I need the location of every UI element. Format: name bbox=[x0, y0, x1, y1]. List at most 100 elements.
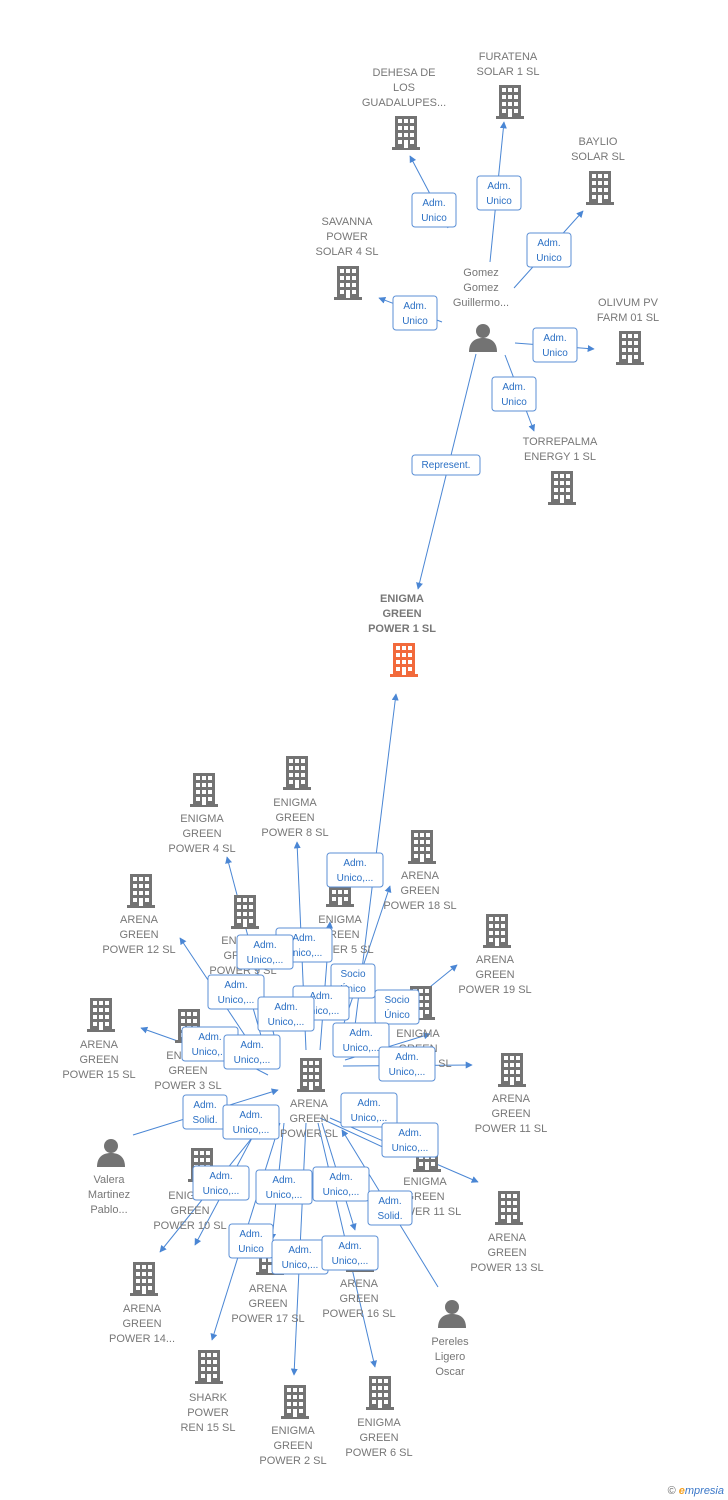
edge-label-arena_center-to-enigma11[interactable]: Adm.Unico,... bbox=[340, 1092, 398, 1128]
brand-watermark[interactable]: ©empresia bbox=[668, 1485, 724, 1497]
edge-label-arena_center-to-enigma1[interactable]: Adm.Unico,... bbox=[326, 852, 384, 888]
node-label-pereles: Oscar bbox=[435, 1366, 465, 1378]
edge-label-valera-to-arena_center[interactable]: Adm.Solid. bbox=[182, 1094, 228, 1130]
edge-label-arena_center-to-enigma10[interactable]: Adm.Unico,... bbox=[192, 1165, 250, 1201]
edge-label-gomez-to-torrepalma[interactable]: Adm.Unico bbox=[491, 376, 537, 412]
edge-label-arena_center-to-enigma7[interactable]: Adm.Unico,... bbox=[332, 1022, 390, 1058]
edge-label-gomez-to-savanna[interactable]: Adm.Unico bbox=[392, 295, 438, 331]
building-icon bbox=[283, 756, 311, 790]
edge-label-text: Unico,... bbox=[286, 948, 323, 959]
edge-label-gomez-to-furatena[interactable]: Adm.Unico bbox=[476, 175, 522, 211]
node-label-valera: Valera bbox=[94, 1174, 126, 1186]
edge-label-text: Adm. bbox=[537, 238, 560, 249]
edge-label-text: Unico,... bbox=[192, 1047, 229, 1058]
edge-label-arena_center-to-arena17[interactable]: Adm.Unico,... bbox=[255, 1169, 313, 1205]
building-icon bbox=[231, 895, 259, 929]
edge-label-arena_center-to-enigma4[interactable]: Adm.Unico,... bbox=[236, 934, 294, 970]
edge-label-gomez-to-olivum[interactable]: Adm.Unico bbox=[532, 327, 578, 363]
edge-label-box bbox=[378, 1046, 436, 1082]
edge-label-text: Unico,... bbox=[337, 873, 374, 884]
node-label-arena18: GREEN bbox=[400, 885, 439, 897]
edge-label-arena_center-to-arena16[interactable]: Adm.Unico,... bbox=[312, 1166, 370, 1202]
edge-label-gomez-to-enigma1[interactable]: Represent. bbox=[411, 454, 481, 476]
edge-label-arena_center-to-shark[interactable]: Adm.Unico bbox=[228, 1223, 274, 1259]
edge-label-gomez-to-dehesa[interactable]: Adm.Unico bbox=[411, 192, 457, 228]
node-label-dehesa: DEHESA DE bbox=[373, 67, 436, 79]
node-label-enigma2: GREEN bbox=[273, 1440, 312, 1452]
edge-label-box bbox=[321, 1235, 379, 1271]
node-label-arena18: POWER 18 SL bbox=[383, 900, 456, 912]
edge-label-box bbox=[207, 974, 265, 1010]
edge-label-arena_center-to-arena14[interactable]: Adm.Unico,... bbox=[222, 1104, 280, 1140]
node-label-arena17: POWER 17 SL bbox=[231, 1313, 304, 1325]
building-icon bbox=[408, 830, 436, 864]
edge-label-arena_center-to-enigma9[interactable]: Adm.Unico,... bbox=[257, 996, 315, 1032]
edge-label-text: Unico,... bbox=[233, 1125, 270, 1136]
edge-label-box bbox=[374, 989, 420, 1025]
node-label-enigma7: ENIGMA bbox=[396, 1028, 440, 1040]
node-label-gomez: Gomez bbox=[463, 282, 498, 294]
edge-label-box bbox=[222, 1104, 280, 1140]
node-label-enigma8: POWER 8 SL bbox=[261, 827, 328, 839]
building-icon bbox=[281, 1385, 309, 1419]
node-valera[interactable]: ValeraMartinezPablo... bbox=[88, 1139, 130, 1216]
node-label-enigma2: POWER 2 SL bbox=[259, 1455, 326, 1467]
edge-label-arena_center-to-arena13[interactable]: Adm.Unico,... bbox=[381, 1122, 439, 1158]
node-label-enigma3: POWER 3 SL bbox=[154, 1080, 221, 1092]
edge-label-pereles-to-arena_center[interactable]: Adm.Solid. bbox=[367, 1190, 413, 1226]
node-label-enigma2: ENIGMA bbox=[271, 1425, 315, 1437]
node-label-enigma11: GREEN bbox=[405, 1191, 444, 1203]
node-label-furatena: SOLAR 1 SL bbox=[477, 66, 540, 78]
edge-label-arena_center-to-enigma2[interactable]: Adm.Unico,... bbox=[271, 1239, 329, 1275]
node-dehesa[interactable]: DEHESA DELOSGUADALUPES... bbox=[362, 67, 446, 150]
edge-label-text: Adm. bbox=[395, 1052, 418, 1063]
node-label-enigma4: POWER 4 SL bbox=[168, 843, 235, 855]
edge-label-text: Unico bbox=[486, 196, 512, 207]
edge-label-arena_center-to-arena11[interactable]: Adm. Unico,... bbox=[378, 1046, 436, 1082]
edge-label-text: Adm. bbox=[329, 1172, 352, 1183]
edge-label-arena_center-to-arena12[interactable]: Adm.Unico,... bbox=[207, 974, 265, 1010]
node-label-dehesa: GUADALUPES... bbox=[362, 97, 446, 109]
node-label-arena_center: ARENA bbox=[290, 1098, 329, 1110]
building-icon bbox=[586, 171, 614, 205]
node-label-arena14: GREEN bbox=[122, 1318, 161, 1330]
node-gomez[interactable]: GomezGomezGuillermo... bbox=[453, 267, 509, 352]
node-label-torrepalma: ENERGY 1 SL bbox=[524, 451, 596, 463]
edge-label-box bbox=[526, 232, 572, 268]
node-label-shark: REN 15 SL bbox=[180, 1422, 235, 1434]
edge-label-text: Unico,... bbox=[247, 955, 284, 966]
building-icon bbox=[190, 773, 218, 807]
edge-label-text: Socio bbox=[384, 995, 409, 1006]
edge-label-arena_center-to-enigma6[interactable]: Adm.Unico,... bbox=[321, 1235, 379, 1271]
node-label-enigma11: ENIGMA bbox=[403, 1176, 447, 1188]
edge-label-arena_center-to-enigma3[interactable]: Adm.Unico,... bbox=[223, 1034, 281, 1070]
node-enigma2[interactable]: ENIGMA GREEN POWER 2 SL bbox=[259, 1385, 327, 1467]
edge-label-text: Unico,... bbox=[389, 1067, 426, 1078]
edge-label-box bbox=[332, 1022, 390, 1058]
edge-label-box bbox=[340, 1092, 398, 1128]
edge-label-gomez-to-baylio[interactable]: Adm.Unico bbox=[526, 232, 572, 268]
edge-label-text: Solid. bbox=[192, 1115, 217, 1126]
